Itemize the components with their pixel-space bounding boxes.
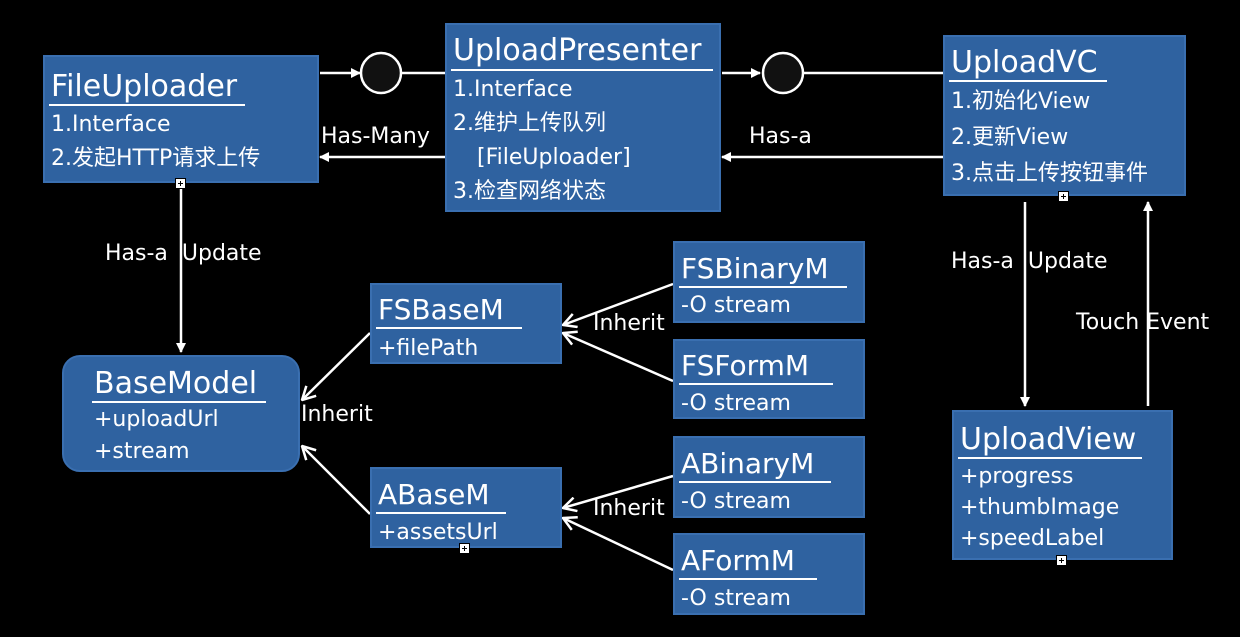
- edge-inherit-fsbinarym: [563, 282, 674, 325]
- node-item: 1.Interface: [453, 77, 573, 102]
- edge-label-touch-event: Touch Event: [1076, 310, 1210, 335]
- edge-label-inherit-a: Inherit: [593, 496, 665, 521]
- edge-inherit-aformm: [563, 518, 674, 572]
- node-item: +thumbImage: [960, 495, 1120, 520]
- node-item: 2.发起HTTP请求上传: [51, 146, 261, 171]
- edge-label-has-many: Has-Many: [321, 124, 430, 149]
- node-title: FileUploader: [51, 69, 238, 104]
- title-underline: [679, 481, 831, 483]
- node-title: UploadVC: [951, 45, 1098, 80]
- title-underline: [49, 104, 245, 106]
- node-item: -O stream: [681, 293, 791, 318]
- node-item: +filePath: [378, 336, 479, 361]
- expand-icon[interactable]: [175, 178, 186, 189]
- edge-label-has-a-update-left: Has-a Update: [105, 241, 262, 266]
- node-title: BaseModel: [94, 366, 258, 401]
- node-item: 3.检查网络状态: [453, 179, 606, 204]
- title-underline: [92, 401, 266, 403]
- title-underline: [376, 512, 506, 514]
- node-title: AFormM: [681, 544, 795, 577]
- node-a-form-m[interactable]: AFormM -O stream: [673, 533, 865, 615]
- node-title: UploadView: [960, 422, 1137, 457]
- node-title: FSBaseM: [378, 293, 504, 326]
- edge-label-inherit-base: Inherit: [301, 402, 373, 427]
- node-title: FSFormM: [681, 349, 810, 382]
- node-item: +uploadUrl: [94, 407, 219, 432]
- title-underline: [958, 457, 1142, 459]
- node-item: +progress: [960, 464, 1074, 489]
- node-title: UploadPresenter: [453, 33, 702, 68]
- node-item: -O stream: [681, 489, 791, 514]
- interface-lollipop-left: [359, 51, 403, 95]
- edge-inherit-abasem: [302, 446, 371, 515]
- node-item: 1.初始化View: [951, 89, 1091, 114]
- node-title: ABaseM: [378, 478, 490, 511]
- interface-lollipop-right: [761, 51, 805, 95]
- edge-inherit-abinarym: [563, 474, 674, 508]
- expand-icon[interactable]: [1056, 555, 1067, 566]
- node-fs-base-m[interactable]: FSBaseM +filePath: [370, 283, 562, 364]
- node-item: 2.更新View: [951, 125, 1069, 150]
- edge-label-has-a-update-right: Has-a Update: [951, 249, 1108, 274]
- node-upload-vc[interactable]: UploadVC 1.初始化View 2.更新View 3.点击上传按钮事件: [943, 35, 1186, 196]
- expand-icon[interactable]: [459, 543, 470, 554]
- title-underline: [679, 383, 833, 385]
- node-fs-binary-m[interactable]: FSBinaryM -O stream: [673, 241, 865, 323]
- node-a-base-m[interactable]: ABaseM +assetsUrl: [370, 467, 562, 548]
- edge-inherit-fsbasem: [302, 332, 371, 400]
- edge-label-has-a-top: Has-a: [749, 124, 812, 149]
- node-item: 2.维护上传队列: [453, 111, 606, 136]
- title-underline: [376, 327, 522, 329]
- node-item: 3.点击上传按钮事件: [951, 161, 1148, 186]
- node-title: ABinaryM: [681, 447, 815, 480]
- node-item: [FileUploader]: [477, 145, 631, 170]
- node-title: FSBinaryM: [681, 252, 829, 285]
- node-upload-presenter[interactable]: UploadPresenter 1.Interface 2.维护上传队列 [Fi…: [445, 23, 721, 212]
- node-item: +assetsUrl: [378, 520, 498, 545]
- node-item: +stream: [94, 439, 190, 464]
- node-item: +speedLabel: [960, 526, 1105, 551]
- title-underline: [949, 80, 1107, 82]
- title-underline: [451, 69, 713, 71]
- node-upload-view[interactable]: UploadView +progress +thumbImage +speedL…: [952, 410, 1173, 560]
- node-item: 1.Interface: [51, 112, 171, 137]
- node-item: -O stream: [681, 586, 791, 611]
- node-item: -O stream: [681, 391, 791, 416]
- expand-icon[interactable]: [1058, 191, 1069, 202]
- edge-inherit-fsformm: [563, 333, 674, 383]
- node-fs-form-m[interactable]: FSFormM -O stream: [673, 339, 865, 419]
- node-base-model[interactable]: BaseModel +uploadUrl +stream: [62, 355, 300, 472]
- edge-label-inherit-fs: Inherit: [593, 311, 665, 336]
- node-file-uploader[interactable]: FileUploader 1.Interface 2.发起HTTP请求上传: [43, 55, 319, 183]
- node-a-binary-m[interactable]: ABinaryM -O stream: [673, 436, 865, 518]
- title-underline: [679, 286, 847, 288]
- title-underline: [679, 578, 817, 580]
